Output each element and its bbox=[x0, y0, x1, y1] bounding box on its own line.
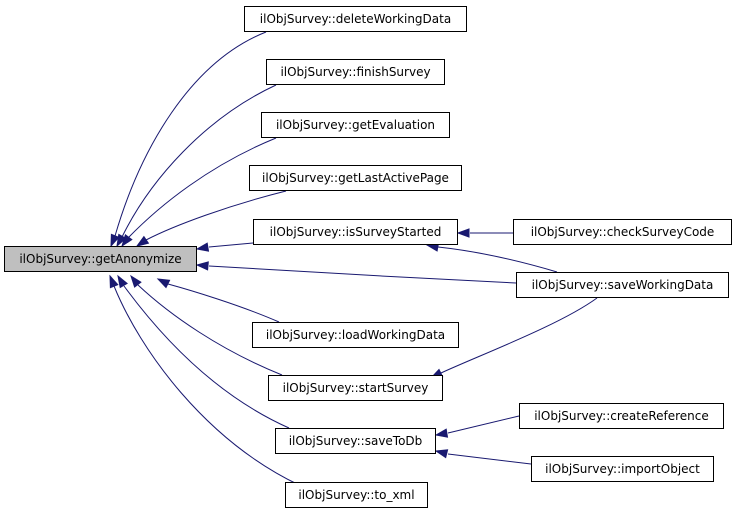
edge-startSurvey-to-getAnonymize bbox=[130, 274, 283, 376]
edge-getEvaluation-to-getAnonymize bbox=[121, 137, 277, 248]
edge-line bbox=[113, 285, 300, 486]
svg-text:ilObjSurvey::importObject: ilObjSurvey::importObject bbox=[545, 462, 700, 476]
svg-text:ilObjSurvey::checkSurveyCode: ilObjSurvey::checkSurveyCode bbox=[531, 225, 715, 239]
node-to_xml[interactable]: ilObjSurvey::to_xml bbox=[285, 482, 428, 508]
edge-line bbox=[208, 242, 254, 248]
nodes-layer: ilObjSurvey::getAnonymize ilObjSurvey::d… bbox=[4, 6, 732, 508]
node-startSurvey[interactable]: ilObjSurvey::startSurvey bbox=[268, 375, 443, 401]
arrowhead bbox=[116, 233, 127, 248]
arrowhead bbox=[130, 274, 142, 288]
node-checkSurveyCode[interactable]: ilObjSurvey::checkSurveyCode bbox=[513, 219, 732, 245]
edge-checkSurveyCode-to-isSurveyStarted bbox=[456, 228, 513, 238]
edge-saveWorkingData-to-isSurveyStarted bbox=[425, 242, 558, 273]
arrowhead bbox=[456, 228, 470, 238]
edge-line bbox=[447, 415, 520, 434]
arrowhead bbox=[135, 235, 150, 247]
svg-text:ilObjSurvey::finishSurvey: ilObjSurvey::finishSurvey bbox=[280, 65, 430, 79]
edge-line bbox=[114, 31, 267, 237]
svg-text:ilObjSurvey::loadWorkingData: ilObjSurvey::loadWorkingData bbox=[266, 328, 445, 342]
arrowhead bbox=[117, 274, 128, 289]
edge-finishSurvey-to-getAnonymize bbox=[116, 84, 277, 248]
arrowhead bbox=[156, 278, 171, 289]
edge-line bbox=[127, 137, 277, 239]
edge-line bbox=[208, 265, 517, 284]
svg-text:ilObjSurvey::getEvaluation: ilObjSurvey::getEvaluation bbox=[276, 118, 435, 132]
arrowhead bbox=[110, 233, 120, 248]
node-getLastActivePage[interactable]: ilObjSurvey::getLastActivePage bbox=[249, 165, 462, 191]
edge-line bbox=[123, 285, 290, 429]
edge-line bbox=[447, 453, 532, 465]
svg-text:ilObjSurvey::startSurvey: ilObjSurvey::startSurvey bbox=[283, 381, 429, 395]
arrowhead bbox=[434, 428, 449, 438]
edge-line bbox=[167, 283, 280, 323]
node-createReference[interactable]: ilObjSurvey::createReference bbox=[519, 403, 724, 429]
node-loadWorkingData[interactable]: ilObjSurvey::loadWorkingData bbox=[252, 322, 459, 348]
arrowhead bbox=[434, 449, 449, 459]
node-finishSurvey[interactable]: ilObjSurvey::finishSurvey bbox=[266, 59, 445, 85]
node-getAnonymize[interactable]: ilObjSurvey::getAnonymize bbox=[4, 246, 197, 272]
arrowhead bbox=[121, 233, 133, 248]
edge-line bbox=[121, 84, 277, 238]
svg-text:ilObjSurvey::isSurveyStarted: ilObjSurvey::isSurveyStarted bbox=[270, 225, 442, 239]
edge-line bbox=[440, 297, 598, 374]
svg-text:ilObjSurvey::getAnonymize: ilObjSurvey::getAnonymize bbox=[19, 252, 181, 266]
edge-saveWorkingData-to-getAnonymize bbox=[195, 261, 517, 284]
svg-text:ilObjSurvey::to_xml: ilObjSurvey::to_xml bbox=[298, 488, 414, 502]
edge-line bbox=[437, 246, 558, 273]
edges-layer bbox=[109, 31, 598, 486]
svg-text:ilObjSurvey::createReference: ilObjSurvey::createReference bbox=[534, 409, 709, 423]
edge-importObject-to-saveToDb bbox=[434, 449, 532, 465]
node-getEvaluation[interactable]: ilObjSurvey::getEvaluation bbox=[261, 112, 450, 138]
node-importObject[interactable]: ilObjSurvey::importObject bbox=[531, 456, 714, 482]
edge-loadWorkingData-to-getAnonymize bbox=[156, 278, 280, 323]
edge-line bbox=[137, 284, 283, 376]
arrowhead bbox=[109, 274, 119, 289]
svg-text:ilObjSurvey::saveWorkingData: ilObjSurvey::saveWorkingData bbox=[532, 278, 714, 292]
svg-text:ilObjSurvey::saveToDb: ilObjSurvey::saveToDb bbox=[289, 434, 423, 448]
node-deleteWorkingData[interactable]: ilObjSurvey::deleteWorkingData bbox=[244, 6, 467, 32]
node-saveToDb[interactable]: ilObjSurvey::saveToDb bbox=[275, 428, 436, 454]
svg-text:ilObjSurvey::deleteWorkingData: ilObjSurvey::deleteWorkingData bbox=[260, 12, 451, 26]
edge-saveToDb-to-getAnonymize bbox=[117, 274, 290, 429]
node-saveWorkingData[interactable]: ilObjSurvey::saveWorkingData bbox=[516, 272, 729, 298]
arrowhead bbox=[195, 261, 209, 271]
svg-text:ilObjSurvey::getLastActivePage: ilObjSurvey::getLastActivePage bbox=[262, 171, 449, 185]
node-isSurveyStarted[interactable]: ilObjSurvey::isSurveyStarted bbox=[253, 219, 458, 245]
edge-deleteWorkingData-to-getAnonymize bbox=[110, 31, 267, 248]
edge-createReference-to-saveToDb bbox=[434, 415, 520, 438]
edge-line bbox=[145, 190, 287, 241]
edge-isSurveyStarted-to-getAnonymize bbox=[195, 242, 254, 252]
edge-to_xml-to-getAnonymize bbox=[109, 274, 300, 486]
edge-getLastActivePage-to-getAnonymize bbox=[135, 190, 287, 247]
arrowhead bbox=[195, 242, 210, 252]
